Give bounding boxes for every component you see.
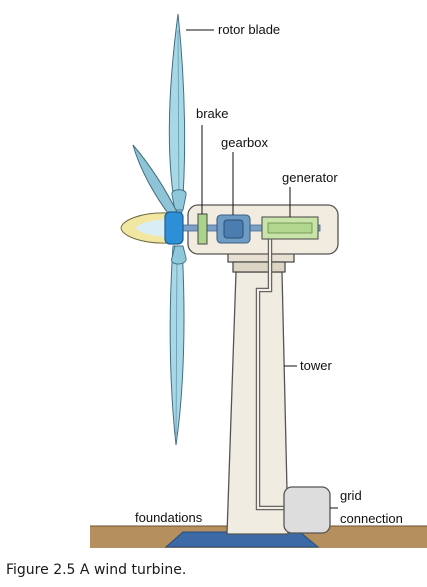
label-foundations: foundations — [135, 510, 203, 525]
label-rotor-blade: rotor blade — [218, 22, 280, 37]
wind-turbine-diagram: rotor blade brake gearbox generator towe… — [90, 13, 427, 548]
label-tower: tower — [300, 358, 332, 373]
rotor-blade-bottom — [169, 245, 185, 446]
rotor-blade-back — [132, 144, 179, 217]
rotor-blade-top — [168, 13, 186, 213]
label-generator: generator — [282, 170, 338, 185]
tower-flange-lower — [232, 261, 286, 273]
brake-disc — [197, 213, 208, 245]
figure-caption: Figure 2.5 A wind turbine. — [6, 562, 187, 578]
label-brake: brake — [196, 106, 229, 121]
label-gearbox: gearbox — [221, 135, 268, 150]
rotor-hub — [164, 211, 184, 245]
gearbox-core — [223, 219, 244, 239]
label-grid: grid — [340, 488, 362, 503]
grid-connection-box — [283, 486, 331, 534]
label-connection: connection — [340, 511, 403, 526]
generator-core — [267, 222, 313, 234]
